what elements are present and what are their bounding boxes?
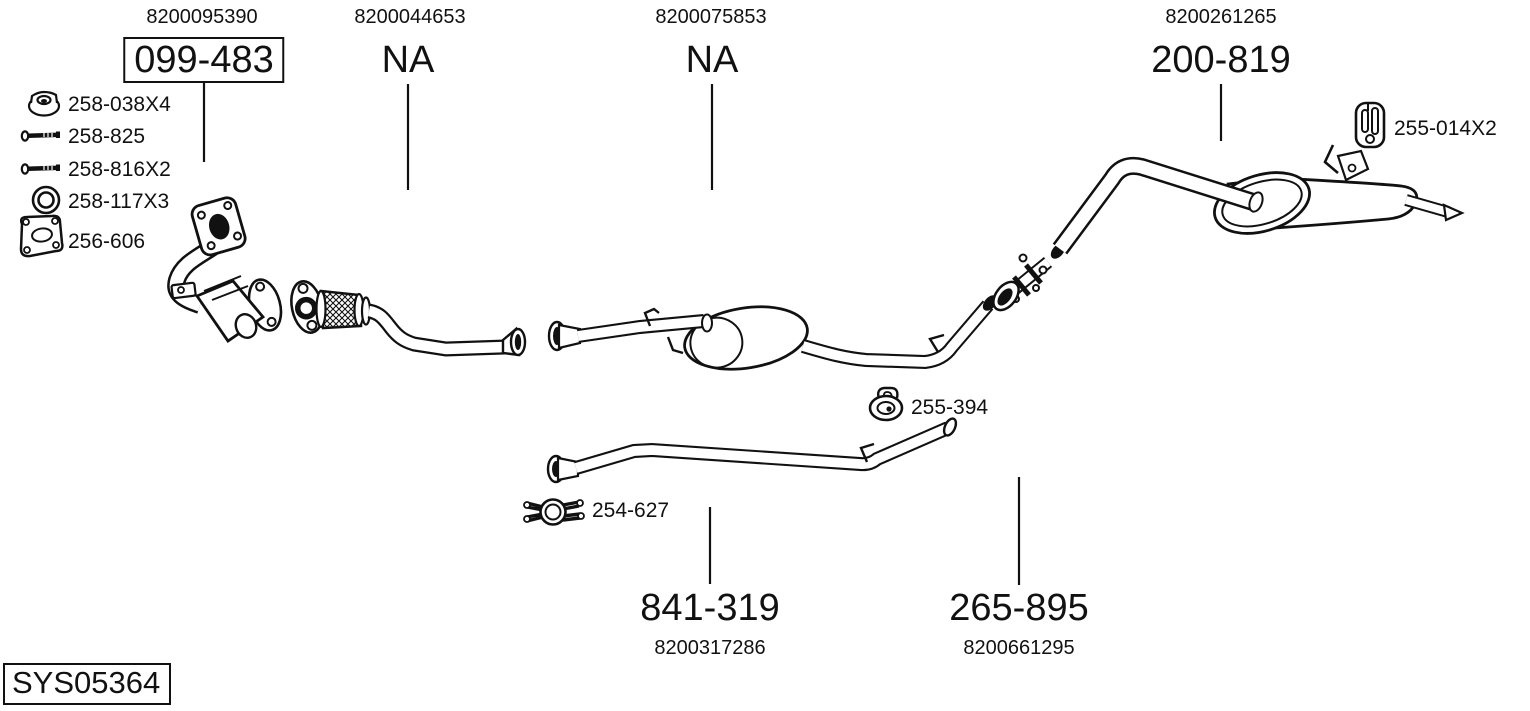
hardware-code[interactable]: 258-038X4 bbox=[68, 93, 171, 116]
hardware-code[interactable]: 258-117X3 bbox=[68, 190, 170, 213]
ring-gasket-icon bbox=[31, 185, 61, 215]
bolt-icon bbox=[20, 130, 60, 142]
flex-pipe-drawing bbox=[290, 280, 527, 357]
callout-code[interactable]: 255-014X2 bbox=[1394, 117, 1497, 140]
hanger-pin bbox=[666, 336, 684, 355]
hardware-code[interactable]: 258-816X2 bbox=[68, 158, 171, 181]
hardware-code[interactable]: 256-606 bbox=[68, 230, 146, 253]
hardware-code[interactable]: 258-825 bbox=[68, 125, 146, 148]
part-number[interactable]: NA bbox=[381, 39, 435, 81]
flange-gasket-icon bbox=[19, 214, 64, 258]
ref-number: 8200044653 bbox=[354, 6, 466, 28]
part-number[interactable]: 265-895 bbox=[949, 587, 1089, 629]
inlet-flange bbox=[190, 196, 247, 257]
coupling-drawing bbox=[992, 253, 1053, 312]
connecting-pipe-drawing bbox=[546, 417, 958, 484]
ref-number: 8200075853 bbox=[655, 6, 767, 28]
part-number[interactable]: 200-819 bbox=[1151, 39, 1291, 81]
ref-number: 8200261265 bbox=[1165, 6, 1277, 28]
rear-muffler-drawing bbox=[1050, 144, 1465, 259]
rubber-mount-icon bbox=[868, 386, 904, 422]
leader-lines bbox=[202, 83, 1223, 585]
part-number-boxed[interactable]: 099-483 bbox=[123, 37, 285, 83]
hanger-bracket bbox=[1323, 144, 1370, 182]
hanger-pin bbox=[859, 442, 875, 463]
callout-code[interactable]: 254-627 bbox=[592, 499, 670, 522]
system-code: SYS05364 bbox=[3, 663, 172, 705]
ref-number: 8200095390 bbox=[146, 6, 258, 28]
center-muffler-drawing bbox=[547, 295, 998, 371]
flange-nut-icon bbox=[27, 90, 61, 117]
mount-bracket bbox=[170, 281, 197, 300]
hanger-pin bbox=[643, 307, 660, 327]
ref-number: 8200661295 bbox=[963, 637, 1075, 659]
pipe-clamp-icon bbox=[523, 498, 585, 526]
hanger-pin bbox=[928, 333, 945, 353]
tailpipe-tip bbox=[1442, 203, 1465, 222]
part-number[interactable]: 841-319 bbox=[640, 587, 780, 629]
ref-number: 8200317286 bbox=[654, 637, 766, 659]
front-pipe-drawing bbox=[167, 196, 283, 343]
part-number[interactable]: NA bbox=[685, 39, 739, 81]
bolt-icon bbox=[20, 163, 60, 175]
rubber-hanger-icon bbox=[1354, 101, 1386, 149]
callout-code[interactable]: 255-394 bbox=[911, 396, 989, 419]
